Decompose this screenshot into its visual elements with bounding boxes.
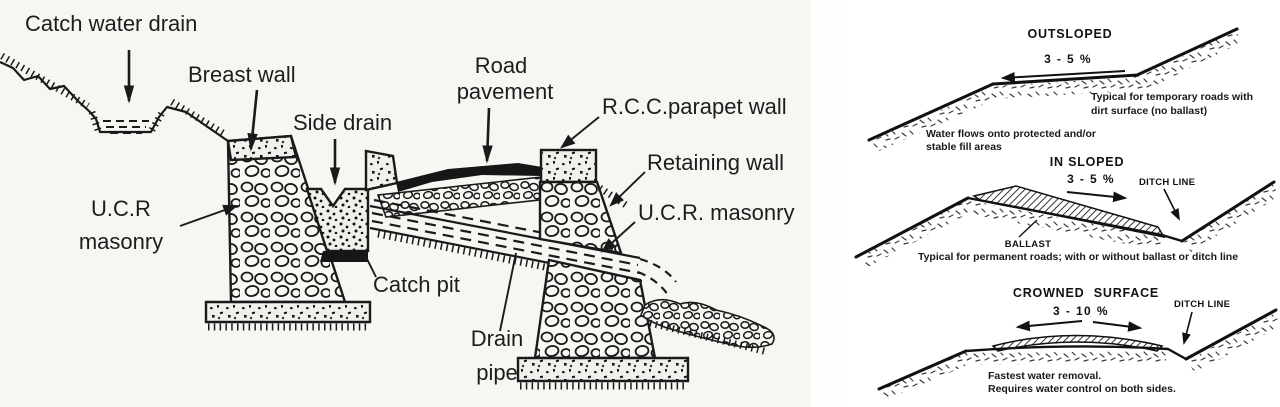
- outsloped-title: OUTSLOPED: [1028, 27, 1113, 41]
- ballast-leader: [1018, 219, 1038, 238]
- insloped-flow-arrow: [1066, 191, 1128, 203]
- crowned-flow-arrow-right: [1092, 321, 1143, 332]
- terrain-hachure: [170, 99, 228, 138]
- label-catch-water-drain: Catch water drain: [25, 11, 197, 36]
- drain-pipe-dashes: [371, 219, 641, 275]
- hillside-terrain: [0, 52, 229, 142]
- outsloped-earth-texture: [994, 31, 1242, 99]
- outsloped-cut-slope: [1133, 27, 1239, 78]
- outsloped-note-left-line2: stable fill areas: [926, 141, 1002, 153]
- crowned-ditch-arrow: [1182, 311, 1193, 345]
- label-rcc-parapet-wall: R.C.C.parapet wall: [602, 94, 787, 119]
- road-pavement-arrow: [482, 107, 493, 164]
- insloped-ground-line: [967, 196, 1183, 243]
- insloped-note: Typical for permanent roads; with or wit…: [918, 251, 1238, 263]
- drain-pipe-dashes: [373, 198, 601, 246]
- breast-wall-arrow: [247, 89, 259, 152]
- insloped-ditch-line-label: DITCH LINE: [1139, 177, 1195, 188]
- label-ucr-left-line2: masonry: [79, 229, 163, 254]
- lower-retaining-wall: [516, 258, 690, 390]
- crowned-earth-texture: [879, 353, 972, 399]
- rcc-parapet-leader: [560, 116, 600, 149]
- catch-water-drain-water: [103, 120, 149, 134]
- drain-outflow: [637, 257, 775, 356]
- crowned-ditch-line-label: DITCH LINE: [1174, 299, 1230, 310]
- outsloped-section: OUTSLOPED 3 - 5 % Typical for temporary …: [867, 27, 1253, 153]
- outsloped-note-left-line1: Water flows onto protected and/or: [926, 128, 1096, 140]
- label-drain-line1: Drain: [471, 326, 524, 351]
- road-pavement-shape: [396, 163, 542, 192]
- outsloped-grade: 3 - 5 %: [1044, 52, 1092, 66]
- retaining-wall-footing: [516, 356, 690, 383]
- rcc-parapet-shape: [539, 148, 598, 184]
- retaining-wall-leader: [609, 171, 646, 207]
- insloped-section: IN SLOPED 3 - 5 % DITCH LINE BALLAST Typ…: [854, 155, 1279, 268]
- crowned-left-slope: [877, 349, 968, 391]
- insloped-left-slope: [854, 196, 970, 259]
- crowned-flow-arrow-left: [1015, 320, 1083, 332]
- ucr-masonry-right-leader: [601, 221, 636, 253]
- label-drain-line2: pipe: [476, 360, 518, 385]
- crowned-earth-texture: [1187, 313, 1280, 373]
- retaining-wall-upper-body: [538, 180, 623, 255]
- label-catch-pit: Catch pit: [373, 272, 460, 297]
- insloped-earth-texture: [856, 200, 975, 268]
- crowned-section: CROWNED SURFACE 3 - 10 % DITCH LINE Fast…: [877, 286, 1280, 399]
- outflow-dashes: [637, 270, 669, 296]
- crowned-earth-texture: [965, 351, 1168, 365]
- parapet-and-retaining-wall: [538, 148, 628, 255]
- crowned-grade: 3 - 10 %: [1053, 304, 1109, 318]
- outsloped-flow-arrow: [1000, 70, 1126, 83]
- insloped-right-slope: [1180, 180, 1276, 243]
- insloped-grade: 3 - 5 %: [1067, 172, 1115, 186]
- drain-pipe-leader: [499, 252, 517, 332]
- outsloped-road-surface: [991, 73, 1140, 86]
- outsloped-note-right-line1: Typical for temporary roads with: [1091, 91, 1253, 103]
- label-side-drain: Side drain: [293, 110, 392, 135]
- outsloped-note-right-line2: dirt surface (no ballast): [1091, 105, 1207, 117]
- crowned-ground-line: [965, 345, 1187, 361]
- insloped-earth-texture: [1183, 184, 1279, 252]
- road-kerb-block: [364, 149, 399, 192]
- label-road: Road: [475, 53, 528, 78]
- drain-pipe-dashes: [371, 211, 639, 267]
- label-ucr-left-line1: U.C.R: [91, 196, 151, 221]
- outflow-dashes: [639, 257, 677, 283]
- breast-wall-coping: [226, 134, 298, 162]
- ucr-masonry-left-leader: [179, 204, 239, 227]
- insloped-earth-texture: [964, 200, 1163, 250]
- outsloped-earth-texture: [871, 87, 996, 151]
- crowned-note-line2: Requires water control on both sides.: [988, 383, 1176, 395]
- label-breast-wall: Breast wall: [188, 62, 296, 87]
- label-ucr-masonry-right: U.C.R. masonry: [638, 200, 794, 225]
- road-surface-drainage-types-diagram: OUTSLOPED 3 - 5 % Typical for temporary …: [846, 0, 1280, 407]
- left-diagram-labels: Catch water drain Breast wall Side drain…: [25, 11, 794, 385]
- outsloped-fill-slope: [867, 82, 995, 142]
- label-pavement: pavement: [457, 79, 554, 104]
- crowned-right-slope: [1184, 308, 1278, 361]
- catch-pit-shape: [320, 251, 368, 262]
- crowned-title: CROWNED SURFACE: [1013, 286, 1159, 300]
- insloped-title: IN SLOPED: [1050, 155, 1125, 169]
- terrain-profile-line: [0, 61, 229, 142]
- catch-pit-leader: [363, 252, 377, 278]
- breast-wall-shape: [204, 134, 372, 331]
- hill-road-cross-section-diagram: Catch water drain Breast wall Side drain…: [0, 11, 795, 390]
- breast-wall-footing: [204, 300, 372, 324]
- side-drain-shape: [305, 187, 370, 262]
- ballast-label: BALLAST: [1005, 239, 1051, 250]
- insloped-ditch-arrow: [1163, 188, 1180, 221]
- crowned-note-line1: Fastest water removal.: [988, 370, 1101, 382]
- label-retaining-wall: Retaining wall: [647, 150, 784, 175]
